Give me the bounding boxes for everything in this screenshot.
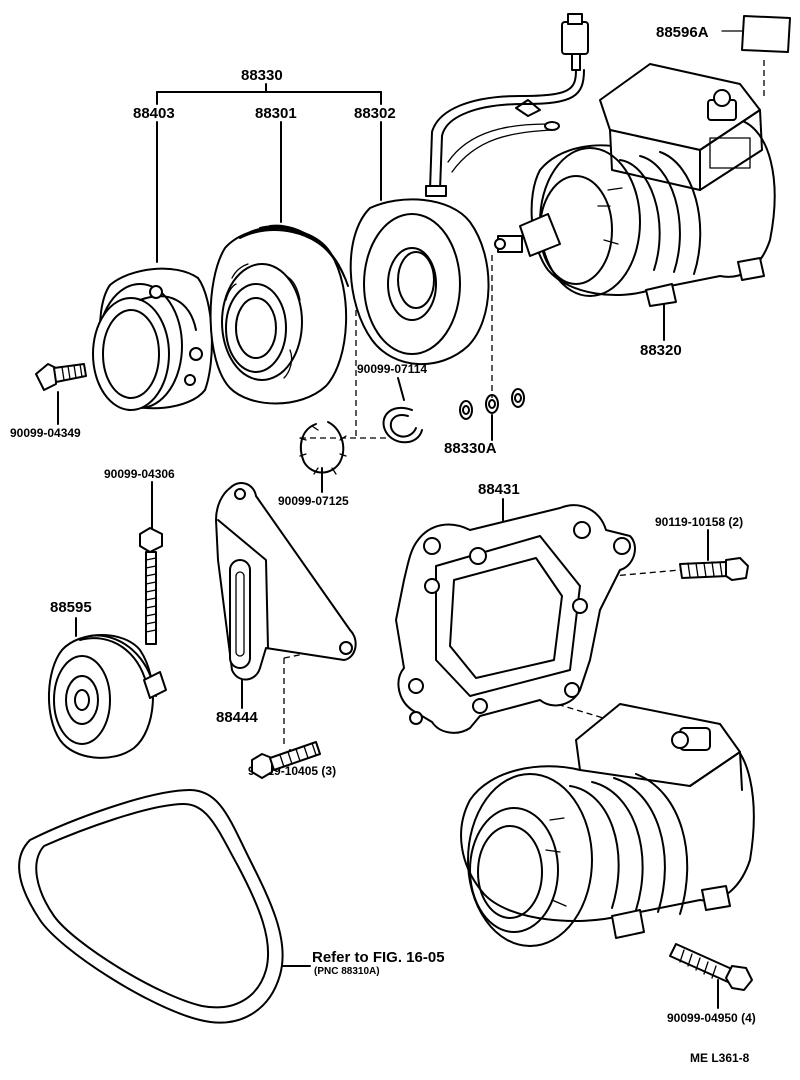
- drive-belt: [18, 789, 284, 1024]
- compressor-upper: [494, 63, 776, 307]
- label-88596A: 88596A: [656, 24, 709, 41]
- bolt-90099-04349: [35, 363, 87, 391]
- idler-pulley: [47, 634, 167, 759]
- compressor-lower: [460, 703, 755, 947]
- label-88330: 88330: [241, 67, 283, 84]
- magnetic-coil: [349, 198, 490, 365]
- figure-code: ME L361-8: [690, 1051, 750, 1065]
- label-88302: 88302: [354, 105, 396, 122]
- label-belt-pnc: (PNC 88310A): [314, 966, 380, 977]
- label-88330A: 88330A: [444, 440, 497, 457]
- compressor-bracket: [395, 504, 636, 734]
- bolt-90099-04950: [669, 943, 753, 991]
- leader-lines: [57, 30, 745, 1009]
- label-88320: 88320: [640, 342, 682, 359]
- label-88444: 88444: [216, 709, 258, 726]
- label-belt-reference: Refer to FIG. 16-05: [312, 949, 445, 966]
- label-88301: 88301: [255, 105, 297, 122]
- label-88403: 88403: [133, 105, 175, 122]
- clutch-plate: [92, 267, 213, 411]
- label-90099-04349: 90099-04349: [10, 426, 81, 440]
- adjusting-bracket: [215, 481, 357, 681]
- label-88431: 88431: [478, 481, 520, 498]
- bolt-90099-04306: [139, 527, 163, 645]
- pulley: [209, 224, 349, 405]
- wire-harness: [425, 13, 589, 197]
- label-90099-07114: 90099-07114: [357, 362, 427, 376]
- shims-88330A: [459, 388, 525, 420]
- bolt-90119-10405: [251, 741, 321, 779]
- label-90099-04950: 90099-04950 (4): [667, 1011, 756, 1025]
- label-90119-10158: 90119-10158 (2): [655, 515, 743, 529]
- bolt-90119-10158: [679, 557, 749, 581]
- snap-ring-90099-07114: [382, 407, 423, 444]
- snap-ring-90099-07125: [299, 421, 347, 475]
- label-90099-07125: 90099-07125: [278, 494, 349, 508]
- label-plate: [741, 15, 791, 53]
- label-90099-04306: 90099-04306: [104, 467, 175, 481]
- label-88595: 88595: [50, 599, 92, 616]
